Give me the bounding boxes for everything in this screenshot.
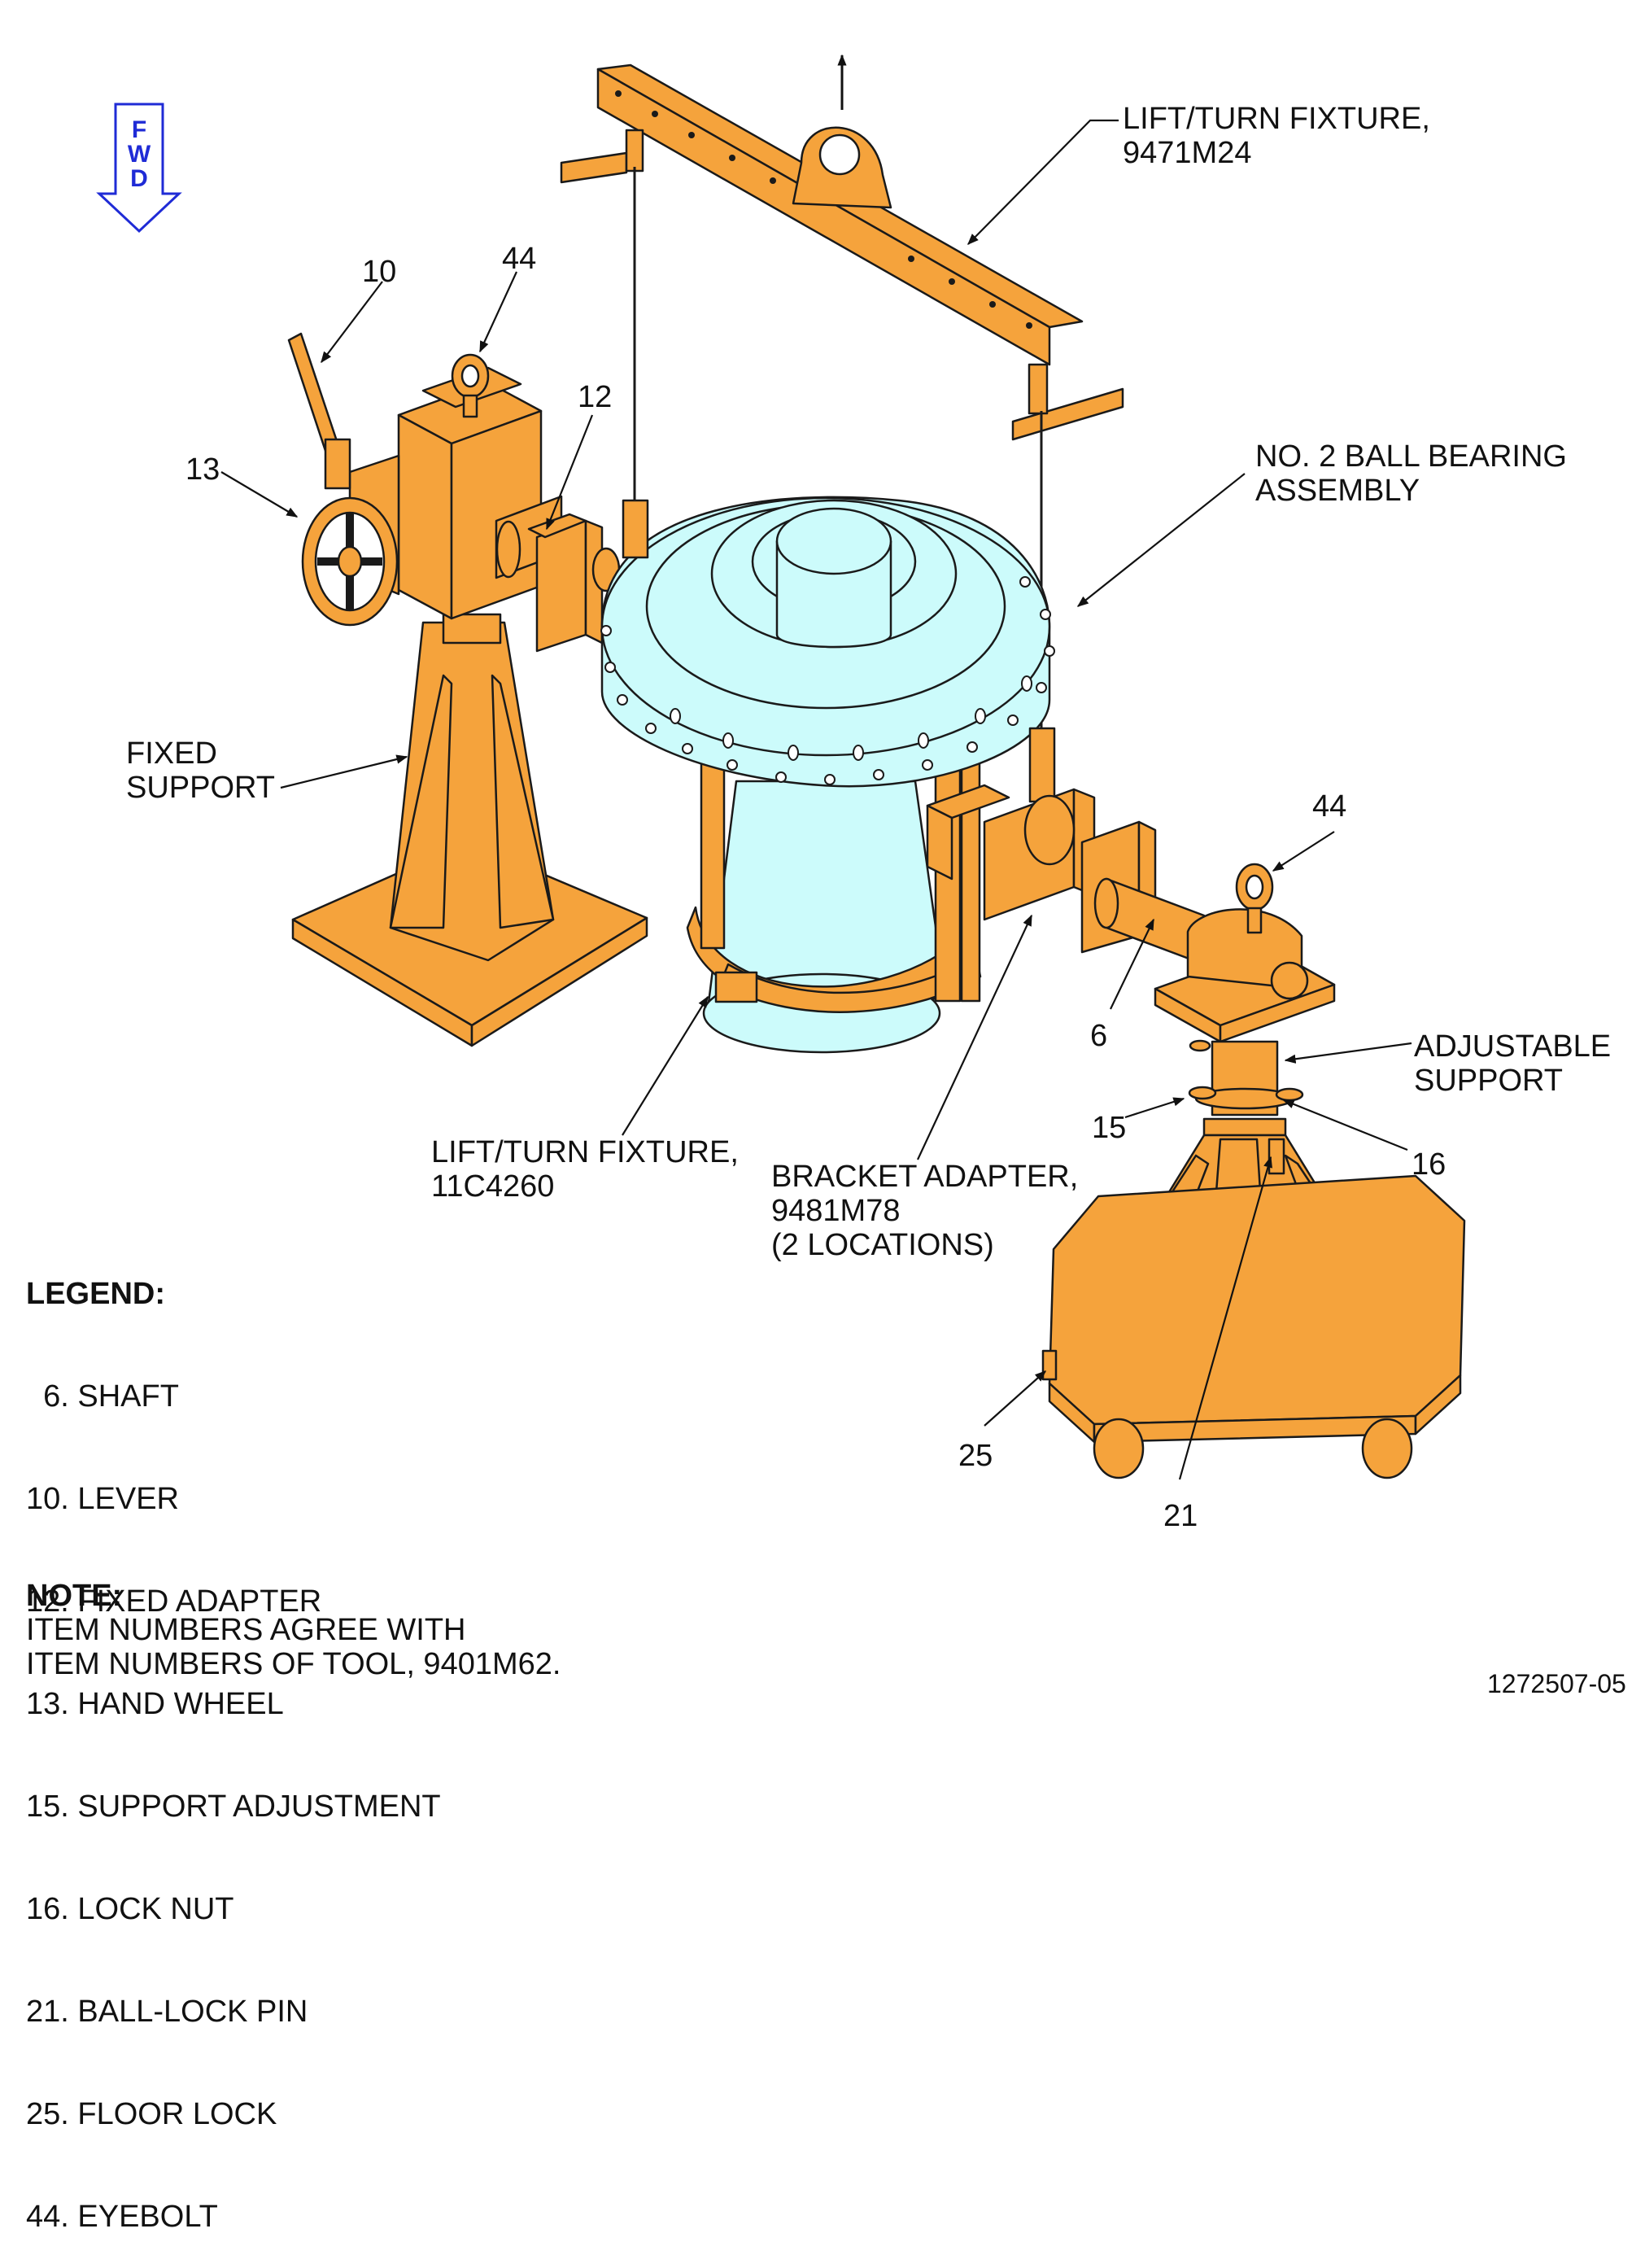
legend-item: 15. SUPPORT ADJUSTMENT bbox=[26, 1789, 441, 1824]
legend-item: 10. LEVER bbox=[26, 1482, 179, 1516]
item-number-support-adjustment: 15 bbox=[1092, 1111, 1127, 1145]
lever bbox=[287, 332, 351, 490]
legend-title: LEGEND: bbox=[26, 1277, 165, 1311]
legend-item: 25. FLOOR LOCK bbox=[26, 2097, 277, 2131]
item-number-eyebolt-right: 44 bbox=[1312, 789, 1347, 824]
eyebolt-left bbox=[451, 353, 490, 418]
item-number-lever: 10 bbox=[362, 255, 397, 289]
callout-lift-fixture-bottom: LIFT/TURN FIXTURE, 11C4260 bbox=[431, 1135, 739, 1204]
item-number-fixed-adapter: 12 bbox=[578, 380, 613, 414]
callout-adjustable-support: ADJUSTABLE SUPPORT bbox=[1414, 1029, 1612, 1098]
item-number-floor-lock: 25 bbox=[958, 1439, 993, 1473]
legend-item: 21. BALL-LOCK PIN bbox=[26, 1995, 308, 2029]
fixed-adapter bbox=[527, 513, 621, 653]
legend-item: 6. SHAFT bbox=[26, 1379, 179, 1414]
note: NOTE: ITEM NUMBERS AGREE WITH ITEM NUMBE… bbox=[26, 1579, 561, 1681]
hand-wheel bbox=[301, 496, 399, 627]
fwd-arrow-icon bbox=[96, 103, 182, 234]
callout-fixed-support: FIXED SUPPORT bbox=[126, 736, 276, 805]
callout-bracket-adapter: BRACKET ADAPTER, 9481M78 (2 LOCATIONS) bbox=[771, 1160, 1079, 1262]
adjustable-support bbox=[1041, 908, 1466, 1479]
casing-ports bbox=[670, 675, 1032, 761]
item-number-shaft: 6 bbox=[1090, 1019, 1108, 1053]
item-number-lock-nut: 16 bbox=[1412, 1147, 1446, 1182]
fixed-support bbox=[291, 613, 648, 1047]
item-number-hand-wheel: 13 bbox=[185, 452, 220, 487]
item-number-eyebolt-left: 44 bbox=[502, 242, 537, 276]
lift-beam bbox=[560, 63, 1124, 441]
ball-bearing-ring bbox=[600, 576, 1055, 785]
callout-bearing: NO. 2 BALL BEARING ASSEMBLY bbox=[1255, 439, 1567, 508]
fwd-label: F W D bbox=[127, 116, 151, 192]
eyebolt-right bbox=[1235, 863, 1274, 934]
legend-item: 16. LOCK NUT bbox=[26, 1892, 234, 1926]
legend-item: 13. HAND WHEEL bbox=[26, 1687, 284, 1721]
note-line: ITEM NUMBERS AGREE WITH bbox=[26, 1613, 466, 1647]
engine-flange bbox=[600, 496, 1051, 788]
note-title: NOTE: bbox=[26, 1579, 123, 1613]
item-number-ball-lock-pin: 21 bbox=[1163, 1499, 1198, 1533]
document-number: 1272507-05 bbox=[1487, 1669, 1626, 1698]
legend: LEGEND: 6. SHAFT 10. LEVER 12. FIXED ADA… bbox=[26, 1208, 441, 2268]
equipment-illustration bbox=[96, 54, 1466, 1480]
gearbox bbox=[348, 366, 563, 620]
leader-lines bbox=[220, 119, 1412, 1480]
note-line: ITEM NUMBERS OF TOOL, 9401M62. bbox=[26, 1647, 561, 1681]
callout-lift-fixture-top: LIFT/TURN FIXTURE, 9471M24 bbox=[1123, 102, 1430, 170]
legend-item: 44. EYEBOLT bbox=[26, 2200, 218, 2234]
beam-holes bbox=[615, 90, 1032, 329]
legend-item: 12. FIXED ADAPTER bbox=[26, 1584, 322, 1619]
